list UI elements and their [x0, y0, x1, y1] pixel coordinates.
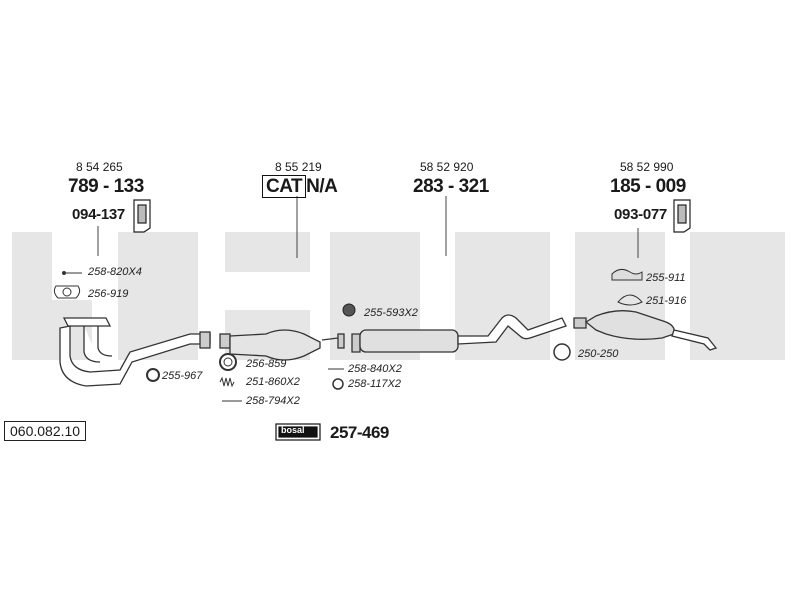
kit-number: 257-469 [330, 423, 389, 442]
part-number-front-pipe: 789 - 133 [68, 176, 144, 197]
oe-number-center-silencer: 58 52 920 [420, 160, 474, 174]
label-255-593: 255-593X2 [364, 307, 418, 319]
label-258-117: 258-117X2 [348, 378, 402, 390]
hanger-number-rear: 093-077 [614, 206, 667, 223]
label-250-250: 250-250 [578, 348, 619, 360]
oe-number-rear-silencer: 58 52 990 [620, 160, 674, 174]
clamp-icon-255-593 [342, 303, 356, 317]
gasket-icon-256-859 [219, 353, 237, 371]
clamp-icon-250-250 [553, 343, 571, 361]
gasket-icon-flange [53, 285, 81, 299]
center-silencer-drawing [351, 314, 567, 353]
hanger-icon-front [133, 199, 151, 233]
part-number-center-silencer: 283 - 321 [413, 176, 489, 197]
cat-label: CAT [262, 175, 307, 198]
nut-icon-258-117 [332, 378, 344, 390]
mount-icon-255-911 [611, 268, 643, 281]
label-258-794: 258-794X2 [246, 395, 300, 407]
hanger-number-front: 094-137 [72, 206, 125, 223]
label-251-860: 251-860X2 [246, 376, 300, 388]
part-number-rear-silencer: 185 - 009 [610, 176, 686, 197]
hanger-icon-rear [673, 199, 691, 233]
label-255-911: 255-911 [646, 272, 686, 284]
label-256-919: 256-919 [88, 288, 129, 300]
bosal-kit-logo [275, 423, 321, 441]
spring-icon [219, 376, 235, 388]
front-pipe-drawing [59, 317, 211, 387]
label-258-840: 258-840X2 [348, 363, 402, 375]
label-258-820: 258-820X4 [88, 266, 142, 278]
catalyst-drawing [219, 329, 345, 361]
oe-number-front-pipe: 8 54 265 [76, 160, 123, 174]
diagram-reference: 060.082.10 [4, 421, 87, 441]
clamp-icon-251-916 [617, 294, 643, 306]
label-256-859: 256-859 [246, 358, 287, 370]
ring-icon-255-967 [146, 368, 160, 382]
cat-na-label: N/A [306, 176, 338, 197]
kit-logo-text: bosal [281, 425, 305, 435]
rear-silencer-drawing [573, 310, 718, 351]
oe-number-catalyst: 8 55 219 [275, 160, 322, 174]
label-255-967: 255-967 [162, 370, 203, 382]
label-251-916: 251-916 [646, 295, 687, 307]
